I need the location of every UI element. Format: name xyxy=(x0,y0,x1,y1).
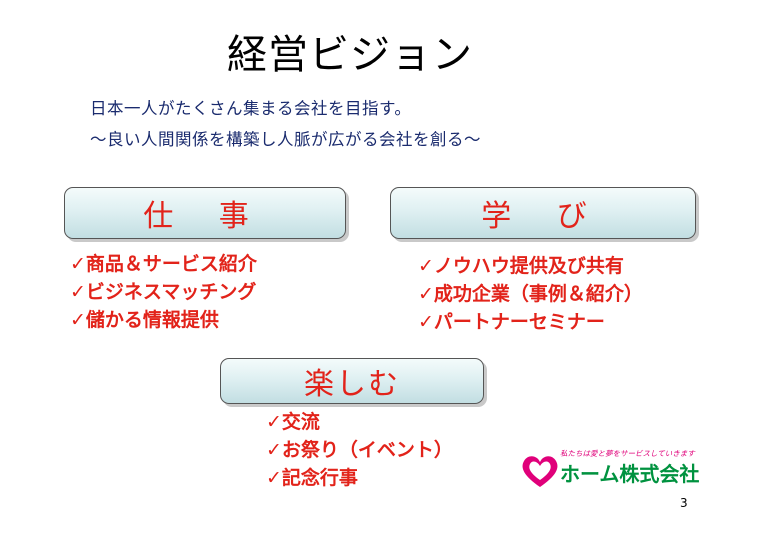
company-name: ホーム株式会社 xyxy=(560,462,700,486)
slide-title: 経営ビジョン xyxy=(227,32,473,78)
list-item: ✓儲かる情報提供 xyxy=(70,309,219,331)
fun-heading-box: 楽しむ xyxy=(220,358,484,404)
list-item: ✓交流 xyxy=(266,411,320,433)
page-number: 3 xyxy=(680,496,688,510)
list-item: ✓お祭り（イベント） xyxy=(266,439,453,461)
mission-line-2: ～良い人間関係を構築し人脈が広がる会社を創る～ xyxy=(90,130,481,149)
learn-heading: 学 び xyxy=(481,199,605,234)
learn-list: ✓ノウハウ提供及び共有 ✓成功企業（事例＆紹介） ✓パートナーセミナー xyxy=(418,252,643,336)
list-item: ✓ノウハウ提供及び共有 xyxy=(418,255,624,277)
list-item: ✓パートナーセミナー xyxy=(418,311,605,333)
list-item: ✓記念行事 xyxy=(266,467,358,489)
logo-tagline: 私たちは愛と夢をサービスしていきます xyxy=(560,449,695,458)
work-heading-box: 仕 事 xyxy=(64,187,346,239)
fun-list: ✓交流 ✓お祭り（イベント） ✓記念行事 xyxy=(266,408,453,492)
work-list: ✓商品＆サービス紹介 ✓ビジネスマッチング ✓儲かる情報提供 xyxy=(70,250,257,334)
mission-line-1: 日本一人がたくさん集まる会社を目指す。 xyxy=(90,99,412,118)
company-logo xyxy=(522,456,558,487)
fun-heading: 楽しむ xyxy=(304,367,400,402)
work-heading: 仕 事 xyxy=(143,199,267,234)
list-item: ✓ビジネスマッチング xyxy=(70,281,257,303)
learn-heading-box: 学 び xyxy=(390,187,696,239)
list-item: ✓商品＆サービス紹介 xyxy=(70,253,257,275)
list-item: ✓成功企業（事例＆紹介） xyxy=(418,283,643,305)
